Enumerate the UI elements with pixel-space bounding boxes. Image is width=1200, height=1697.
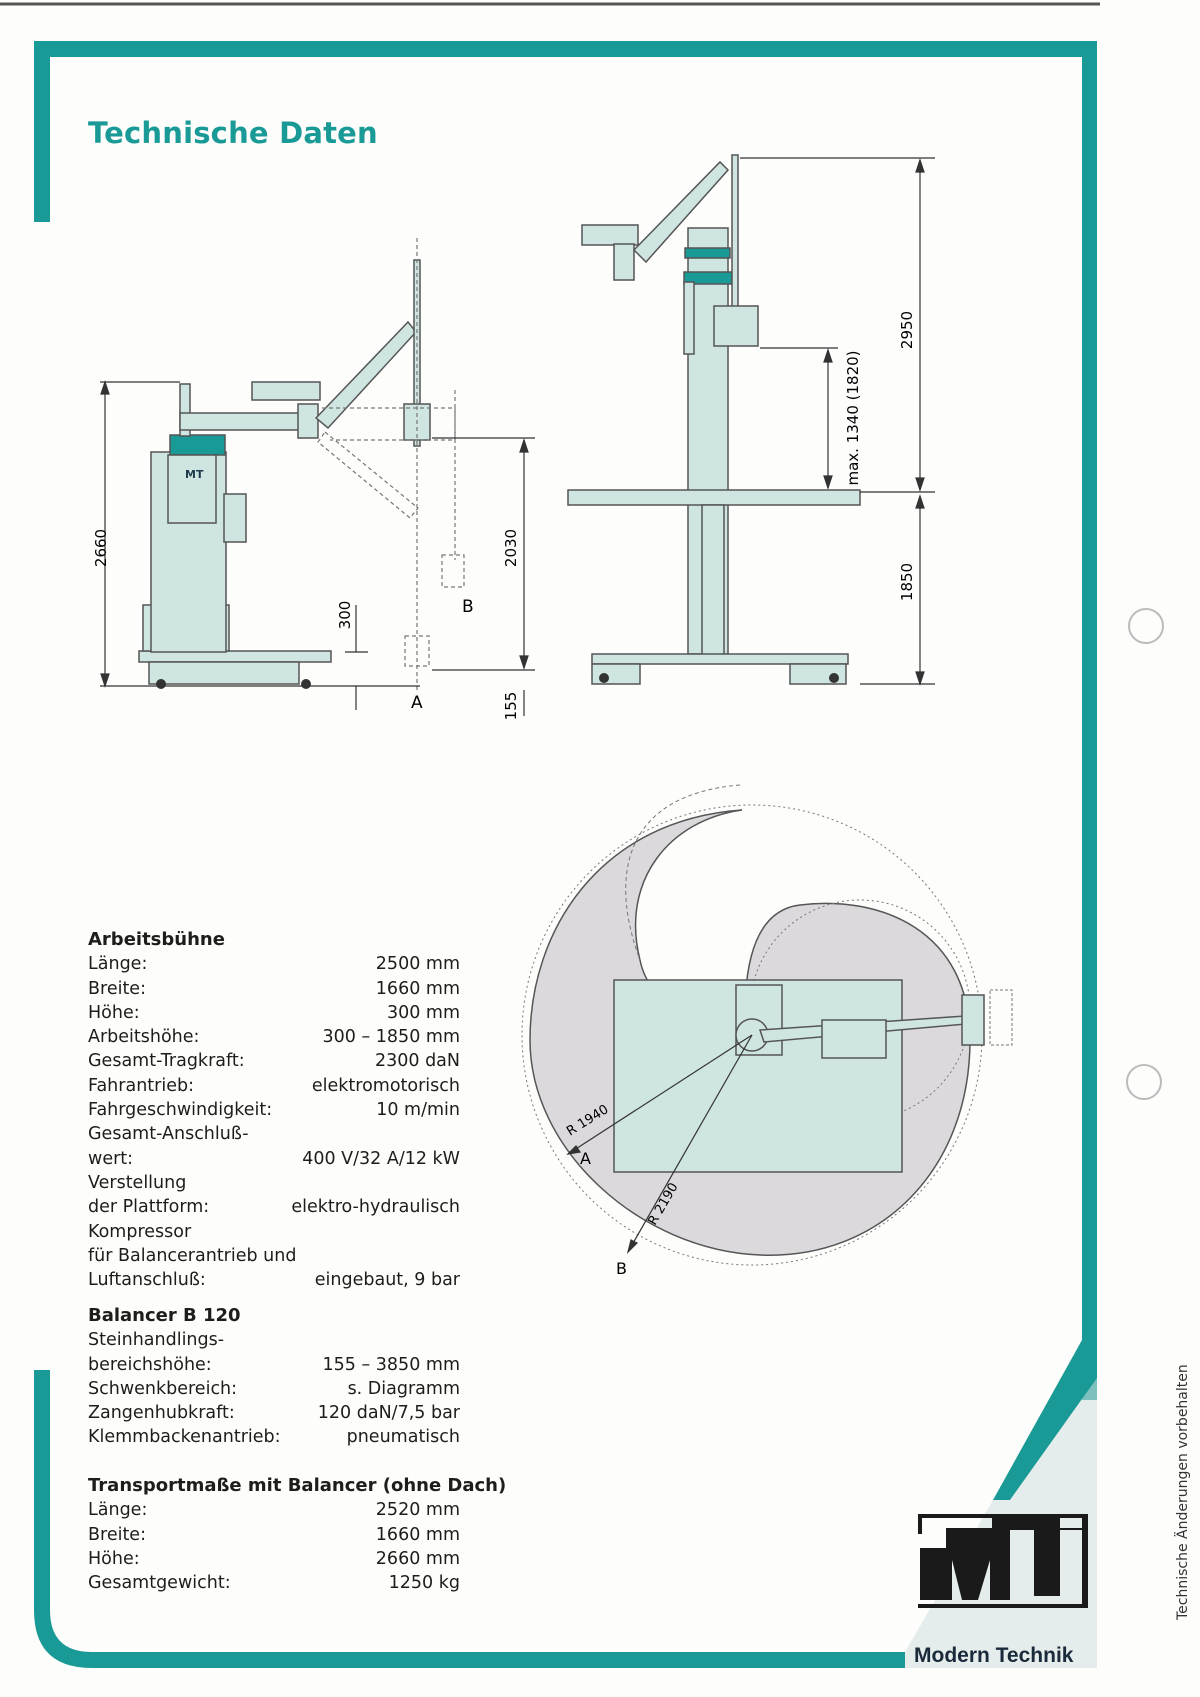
spec-row: Klemmbackenantrieb:pneumatisch	[88, 1427, 460, 1448]
spec-row: Fahrantrieb:elektromotorisch	[88, 1075, 460, 1096]
page-title: Technische Daten	[88, 116, 378, 150]
spec-row: wert:400 V/32 A/12 kW	[88, 1148, 460, 1169]
spec-row: Arbeitshöhe:300 – 1850 mm	[88, 1027, 460, 1048]
dim-2660: 2660	[92, 529, 110, 567]
brand-name: Modern Technik	[914, 1644, 1074, 1667]
dim-2030: 2030	[502, 529, 520, 567]
spec-row: Gesamtgewicht:1250 kg	[88, 1573, 460, 1594]
spec-row: Zangenhubkraft:120 daN/7,5 bar	[88, 1403, 460, 1424]
spec-row: Kompressor	[88, 1221, 192, 1242]
spec-row: Länge:2520 mm	[88, 1500, 460, 1521]
spec-row: Breite:1660 mm	[88, 978, 460, 999]
side-note: Technische Änderungen vorbehalten	[1175, 1364, 1191, 1620]
spec-row: Verstellung	[88, 1172, 187, 1193]
label-a: A	[411, 693, 423, 713]
dim-2950: 2950	[898, 311, 916, 349]
section-heading: Arbeitsbühne	[88, 929, 225, 950]
spec-row: für Balancerantrieb und	[88, 1245, 297, 1266]
spec-row: Breite:1660 mm	[88, 1524, 460, 1545]
spec-row: Höhe:300 mm	[88, 1002, 460, 1023]
spec-row: Fahrgeschwindigkeit:10 m/min	[88, 1100, 460, 1121]
spec-row: Luftanschluß:eingebaut, 9 bar	[88, 1270, 460, 1291]
dim-300: 300	[336, 601, 354, 630]
label-b: B	[462, 597, 474, 617]
spec-arbeitsbuehne: Arbeitsbühne Länge:2500 mm Breite:1660 m…	[88, 928, 460, 1292]
section-heading: Transportmaße mit Balancer (ohne Dach)	[88, 1475, 507, 1496]
diagram-label-a: A	[580, 1149, 591, 1168]
diagram-label-b: B	[616, 1259, 627, 1278]
spec-row: Gesamt-Anschluß-	[88, 1124, 249, 1145]
spec-row: der Plattform:elektro-hydraulisch	[88, 1197, 460, 1218]
spec-balancer: Balancer B 120 Steinhandlings- bereichsh…	[88, 1304, 460, 1450]
spec-row: Gesamt-Tragkraft:2300 daN	[88, 1051, 460, 1072]
dim-max: max. 1340 (1820)	[844, 350, 862, 485]
spec-row: Länge:2500 mm	[88, 954, 460, 975]
spec-row: bereichshöhe:155 – 3850 mm	[88, 1354, 460, 1375]
spec-row: Steinhandlings-	[88, 1330, 225, 1351]
dim-155: 155	[502, 692, 520, 721]
spec-transport: Transportmaße mit Balancer (ohne Dach) L…	[88, 1474, 508, 1595]
machine-logo: MT	[185, 468, 204, 481]
spec-row: Schwenkbereich:s. Diagramm	[88, 1378, 460, 1399]
spec-row: Höhe:2660 mm	[88, 1548, 460, 1569]
section-heading: Balancer B 120	[88, 1305, 241, 1326]
dim-1850: 1850	[898, 563, 916, 601]
